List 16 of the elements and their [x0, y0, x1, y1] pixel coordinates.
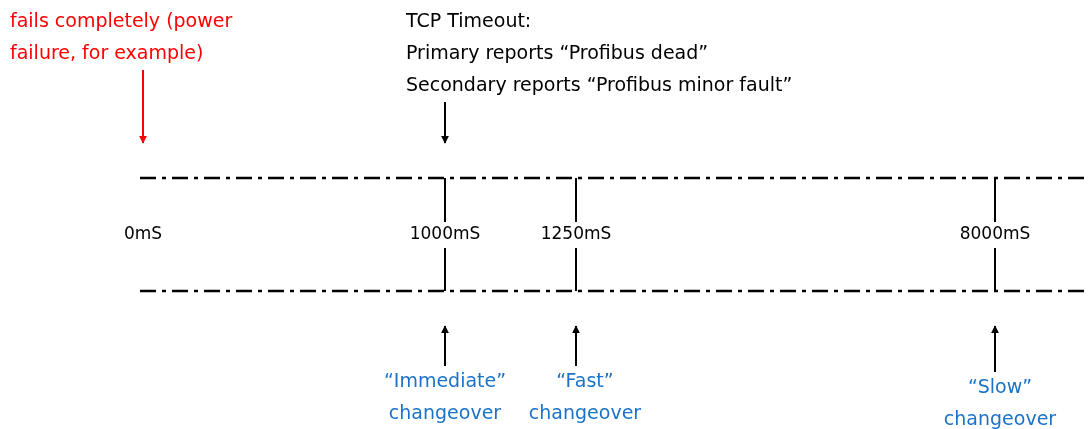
annotation-text: “Immediate” changeover: [382, 368, 508, 425]
time-label: 1000mS: [409, 223, 481, 243]
annotation-text: “Fast” changeover: [527, 368, 643, 425]
arrow: [991, 325, 999, 373]
annotation-text: TCP Timeout:: [406, 8, 533, 33]
arrow: [139, 69, 147, 144]
arrow: [572, 325, 580, 367]
annotation-text: Secondary reports “Profibus minor fault”: [406, 72, 794, 97]
annotation-text: “Slow” changeover: [942, 374, 1058, 429]
arrow: [441, 325, 449, 367]
arrow: [441, 101, 449, 144]
time-label: 8000mS: [959, 223, 1031, 243]
time-label: 1250mS: [540, 223, 612, 243]
time-label: 0mS: [123, 223, 163, 243]
annotation-text: fails completely (power failure, for example): [10, 8, 234, 65]
annotation-text: Primary reports “Profibus dead”: [406, 40, 710, 65]
